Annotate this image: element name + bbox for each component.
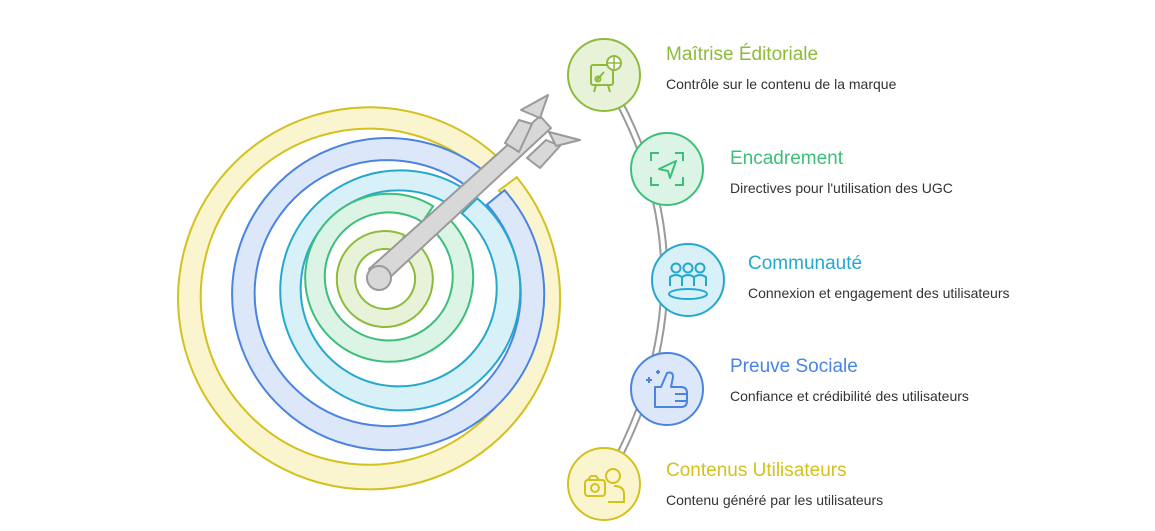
item-node-2 (630, 132, 704, 206)
thumbs-up-icon (646, 370, 688, 408)
item-title: Contenus Utilisateurs (666, 460, 847, 481)
item-description: Directives pour l'utilisation des UGC (730, 180, 953, 196)
ring-cyan (279, 169, 522, 412)
item-circle (651, 243, 725, 317)
arrow-feather-top (520, 94, 549, 119)
user-photo-icon (584, 468, 625, 503)
easel-icon (590, 55, 622, 93)
item-title: Encadrement (730, 148, 844, 169)
ring-green (304, 192, 475, 363)
item-description: Confiance et crédibilité des utilisateur… (730, 388, 969, 404)
item-title: Preuve Sociale (730, 356, 858, 377)
item-node-4 (630, 352, 704, 426)
item-node-3 (651, 243, 725, 317)
arrow-fletching-top (504, 119, 533, 153)
item-description: Contrôle sur le contenu de la marque (666, 76, 897, 92)
item-circle (630, 352, 704, 426)
item-node-5 (567, 447, 641, 521)
frame-cursor-icon (650, 152, 684, 186)
ring-blue (231, 137, 546, 452)
people-icon (668, 262, 708, 300)
item-node-1 (567, 38, 641, 112)
item-title: Communauté (748, 253, 863, 274)
arrow-tip (366, 265, 392, 291)
item-circle (567, 38, 641, 112)
item-description: Connexion et engagement des utilisateurs (748, 285, 1010, 301)
item-description: Contenu généré par les utilisateurs (666, 492, 884, 508)
ring-outer-yellow (177, 106, 562, 491)
item-circle (630, 132, 704, 206)
item-title: Maîtrise Éditoriale (666, 44, 819, 65)
arrow (366, 94, 581, 291)
arrow-feather-bottom (548, 131, 581, 147)
